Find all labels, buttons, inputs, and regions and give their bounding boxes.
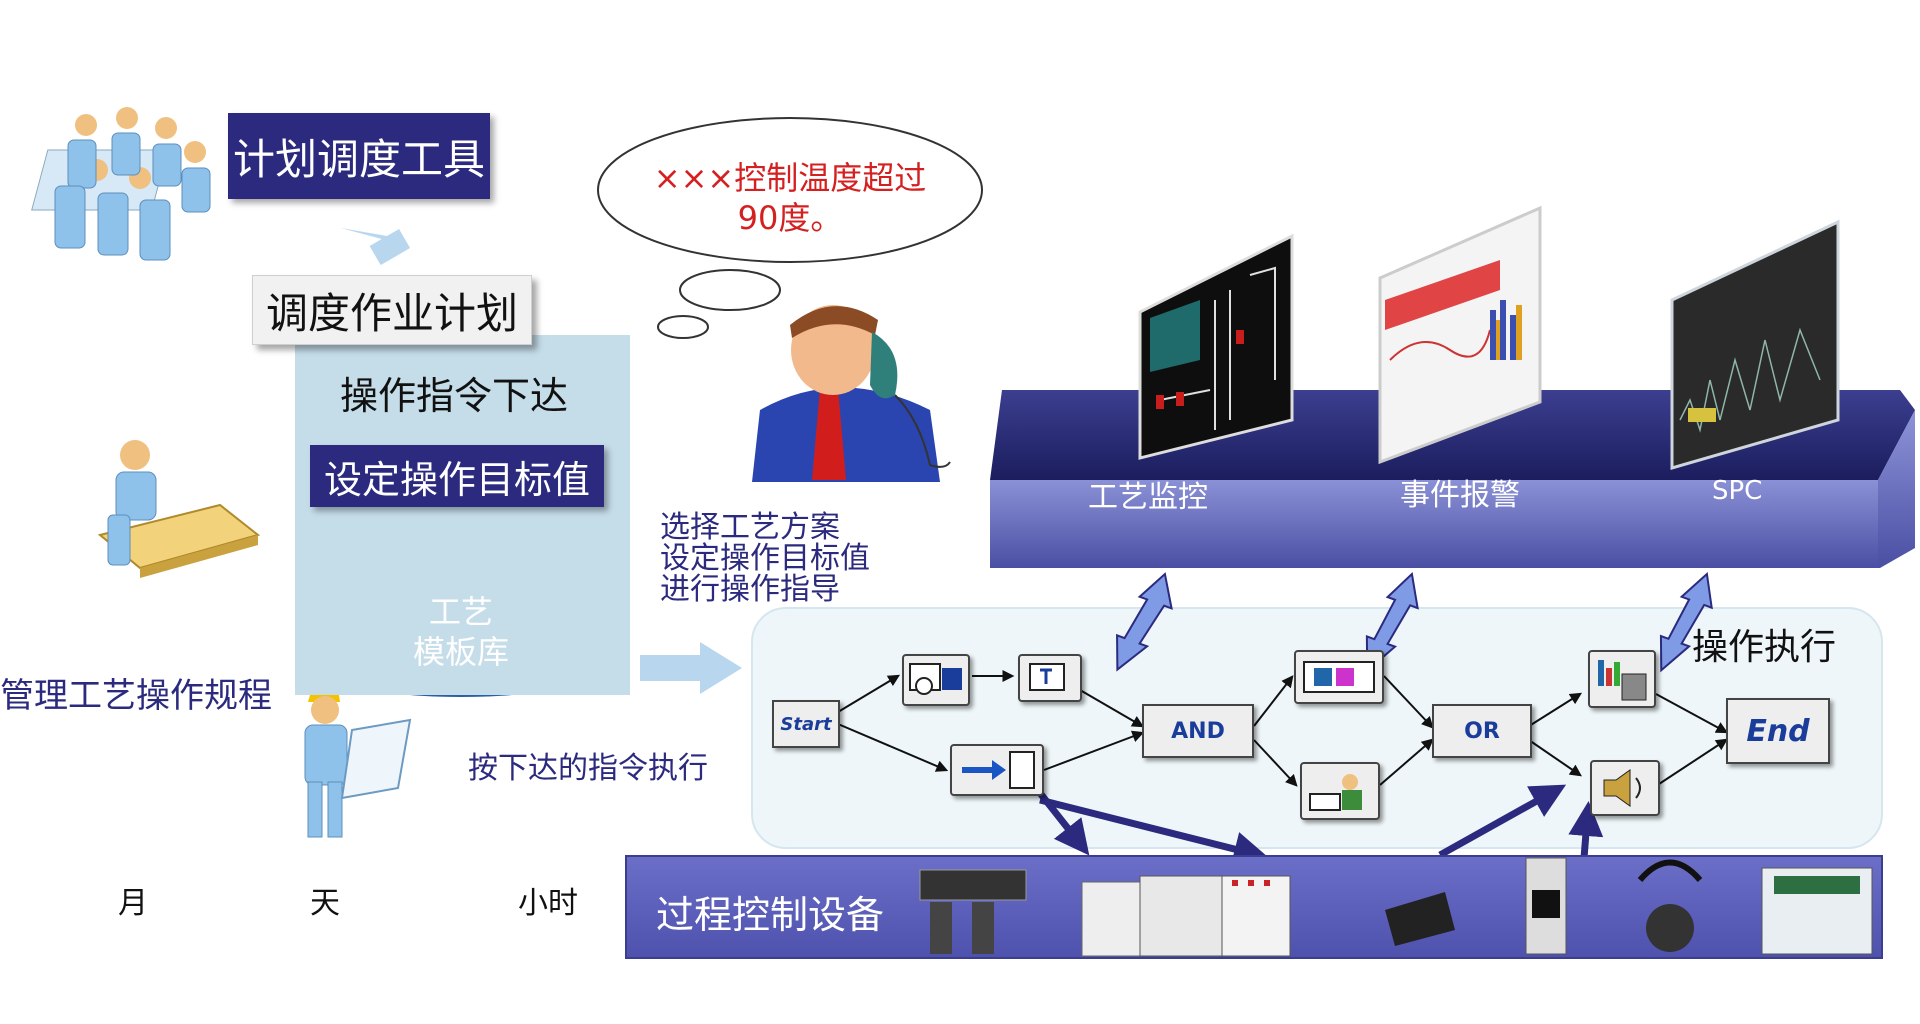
template-db-line2: 模板库 bbox=[412, 633, 509, 671]
set-target-label: 设定操作目标值 bbox=[323, 457, 590, 502]
dispatch-plan-label: 调度作业计划 bbox=[265, 288, 518, 338]
start-node[interactable]: Start bbox=[772, 700, 840, 748]
display-task-node[interactable] bbox=[902, 654, 970, 706]
process-monitor-screen bbox=[1138, 233, 1294, 460]
plan-tool-box: 计划调度工具 bbox=[228, 113, 490, 199]
thought-bubble-text: ×××控制温度超过 90度。 bbox=[620, 158, 960, 238]
thought-line1: ×××控制温度超过 bbox=[653, 159, 927, 197]
thought-bubble bbox=[597, 117, 983, 339]
timeline-hour: 小时 bbox=[518, 886, 578, 921]
down-arrow bbox=[340, 228, 411, 266]
right-arrow bbox=[640, 642, 742, 694]
instruction-issue-label: 操作指令下达 bbox=[340, 374, 569, 418]
speaker-icon bbox=[1603, 769, 1641, 807]
or-label: OR bbox=[1464, 718, 1500, 744]
end-node[interactable]: End bbox=[1726, 698, 1830, 764]
input-task-node[interactable] bbox=[950, 744, 1044, 796]
end-label: End bbox=[1746, 713, 1810, 749]
input-arrow-icon bbox=[962, 751, 1035, 789]
spc-screen bbox=[1670, 219, 1840, 470]
desk-worker-icon bbox=[97, 440, 261, 578]
monitor-task-node[interactable] bbox=[1018, 654, 1082, 702]
middle-instructions: 选择工艺方案 设定操作目标值 进行操作指导 bbox=[660, 512, 870, 605]
start-label: Start bbox=[780, 713, 832, 735]
manage-rules-label: 管理工艺操作规程 bbox=[0, 676, 272, 716]
calculator-task-node[interactable] bbox=[1588, 650, 1656, 708]
guide-label: 进行操作指导 bbox=[660, 572, 840, 607]
device-pictures bbox=[919, 857, 1873, 957]
display-task-icon bbox=[909, 663, 962, 695]
set-target-value-label: 设定操作目标值 bbox=[660, 541, 870, 576]
process-task-icon bbox=[1303, 661, 1375, 693]
calculator-icon bbox=[1598, 660, 1647, 701]
workflow-title: 操作执行 bbox=[1692, 627, 1837, 668]
meeting-people-icon bbox=[31, 107, 211, 261]
dispatch-plan-box: 调度作业计划 bbox=[252, 275, 532, 345]
workflow-connectors bbox=[837, 670, 1729, 787]
or-gate[interactable]: OR bbox=[1432, 704, 1532, 758]
execute-by-instruction-label: 按下达的指令执行 bbox=[468, 751, 708, 786]
worker-task-node[interactable] bbox=[1300, 762, 1380, 820]
timeline-month: 月 bbox=[118, 886, 148, 921]
worker-task-icon bbox=[1309, 774, 1362, 811]
timeline-day: 天 bbox=[310, 886, 340, 921]
event-alarm-screen bbox=[1378, 205, 1542, 465]
process-task-node[interactable] bbox=[1294, 650, 1384, 704]
plan-tool-label: 计划调度工具 bbox=[232, 134, 485, 184]
set-target-box: 设定操作目标值 bbox=[310, 445, 604, 507]
alarm-label: 事件报警 bbox=[1400, 478, 1520, 513]
speaker-task-node[interactable] bbox=[1590, 760, 1660, 816]
monitor-task-icon bbox=[1029, 663, 1065, 691]
businessman-phone-icon bbox=[752, 305, 951, 482]
select-scheme-label: 选择工艺方案 bbox=[660, 510, 840, 545]
and-label: AND bbox=[1171, 718, 1225, 744]
spc-label: SPC bbox=[1712, 476, 1763, 506]
template-db-line1: 工艺 bbox=[428, 593, 493, 631]
monitoring-label: 工艺监控 bbox=[1088, 480, 1208, 515]
and-gate[interactable]: AND bbox=[1142, 704, 1254, 758]
devices-title: 过程控制设备 bbox=[656, 893, 885, 937]
double-arrows bbox=[1116, 572, 1713, 673]
device-connectors bbox=[1037, 784, 1604, 867]
instruction-panel bbox=[295, 335, 630, 695]
template-db-label: 工艺 模板库 bbox=[343, 592, 579, 672]
engineer-blueprint-icon bbox=[304, 684, 412, 838]
thought-line2: 90度。 bbox=[737, 199, 843, 237]
